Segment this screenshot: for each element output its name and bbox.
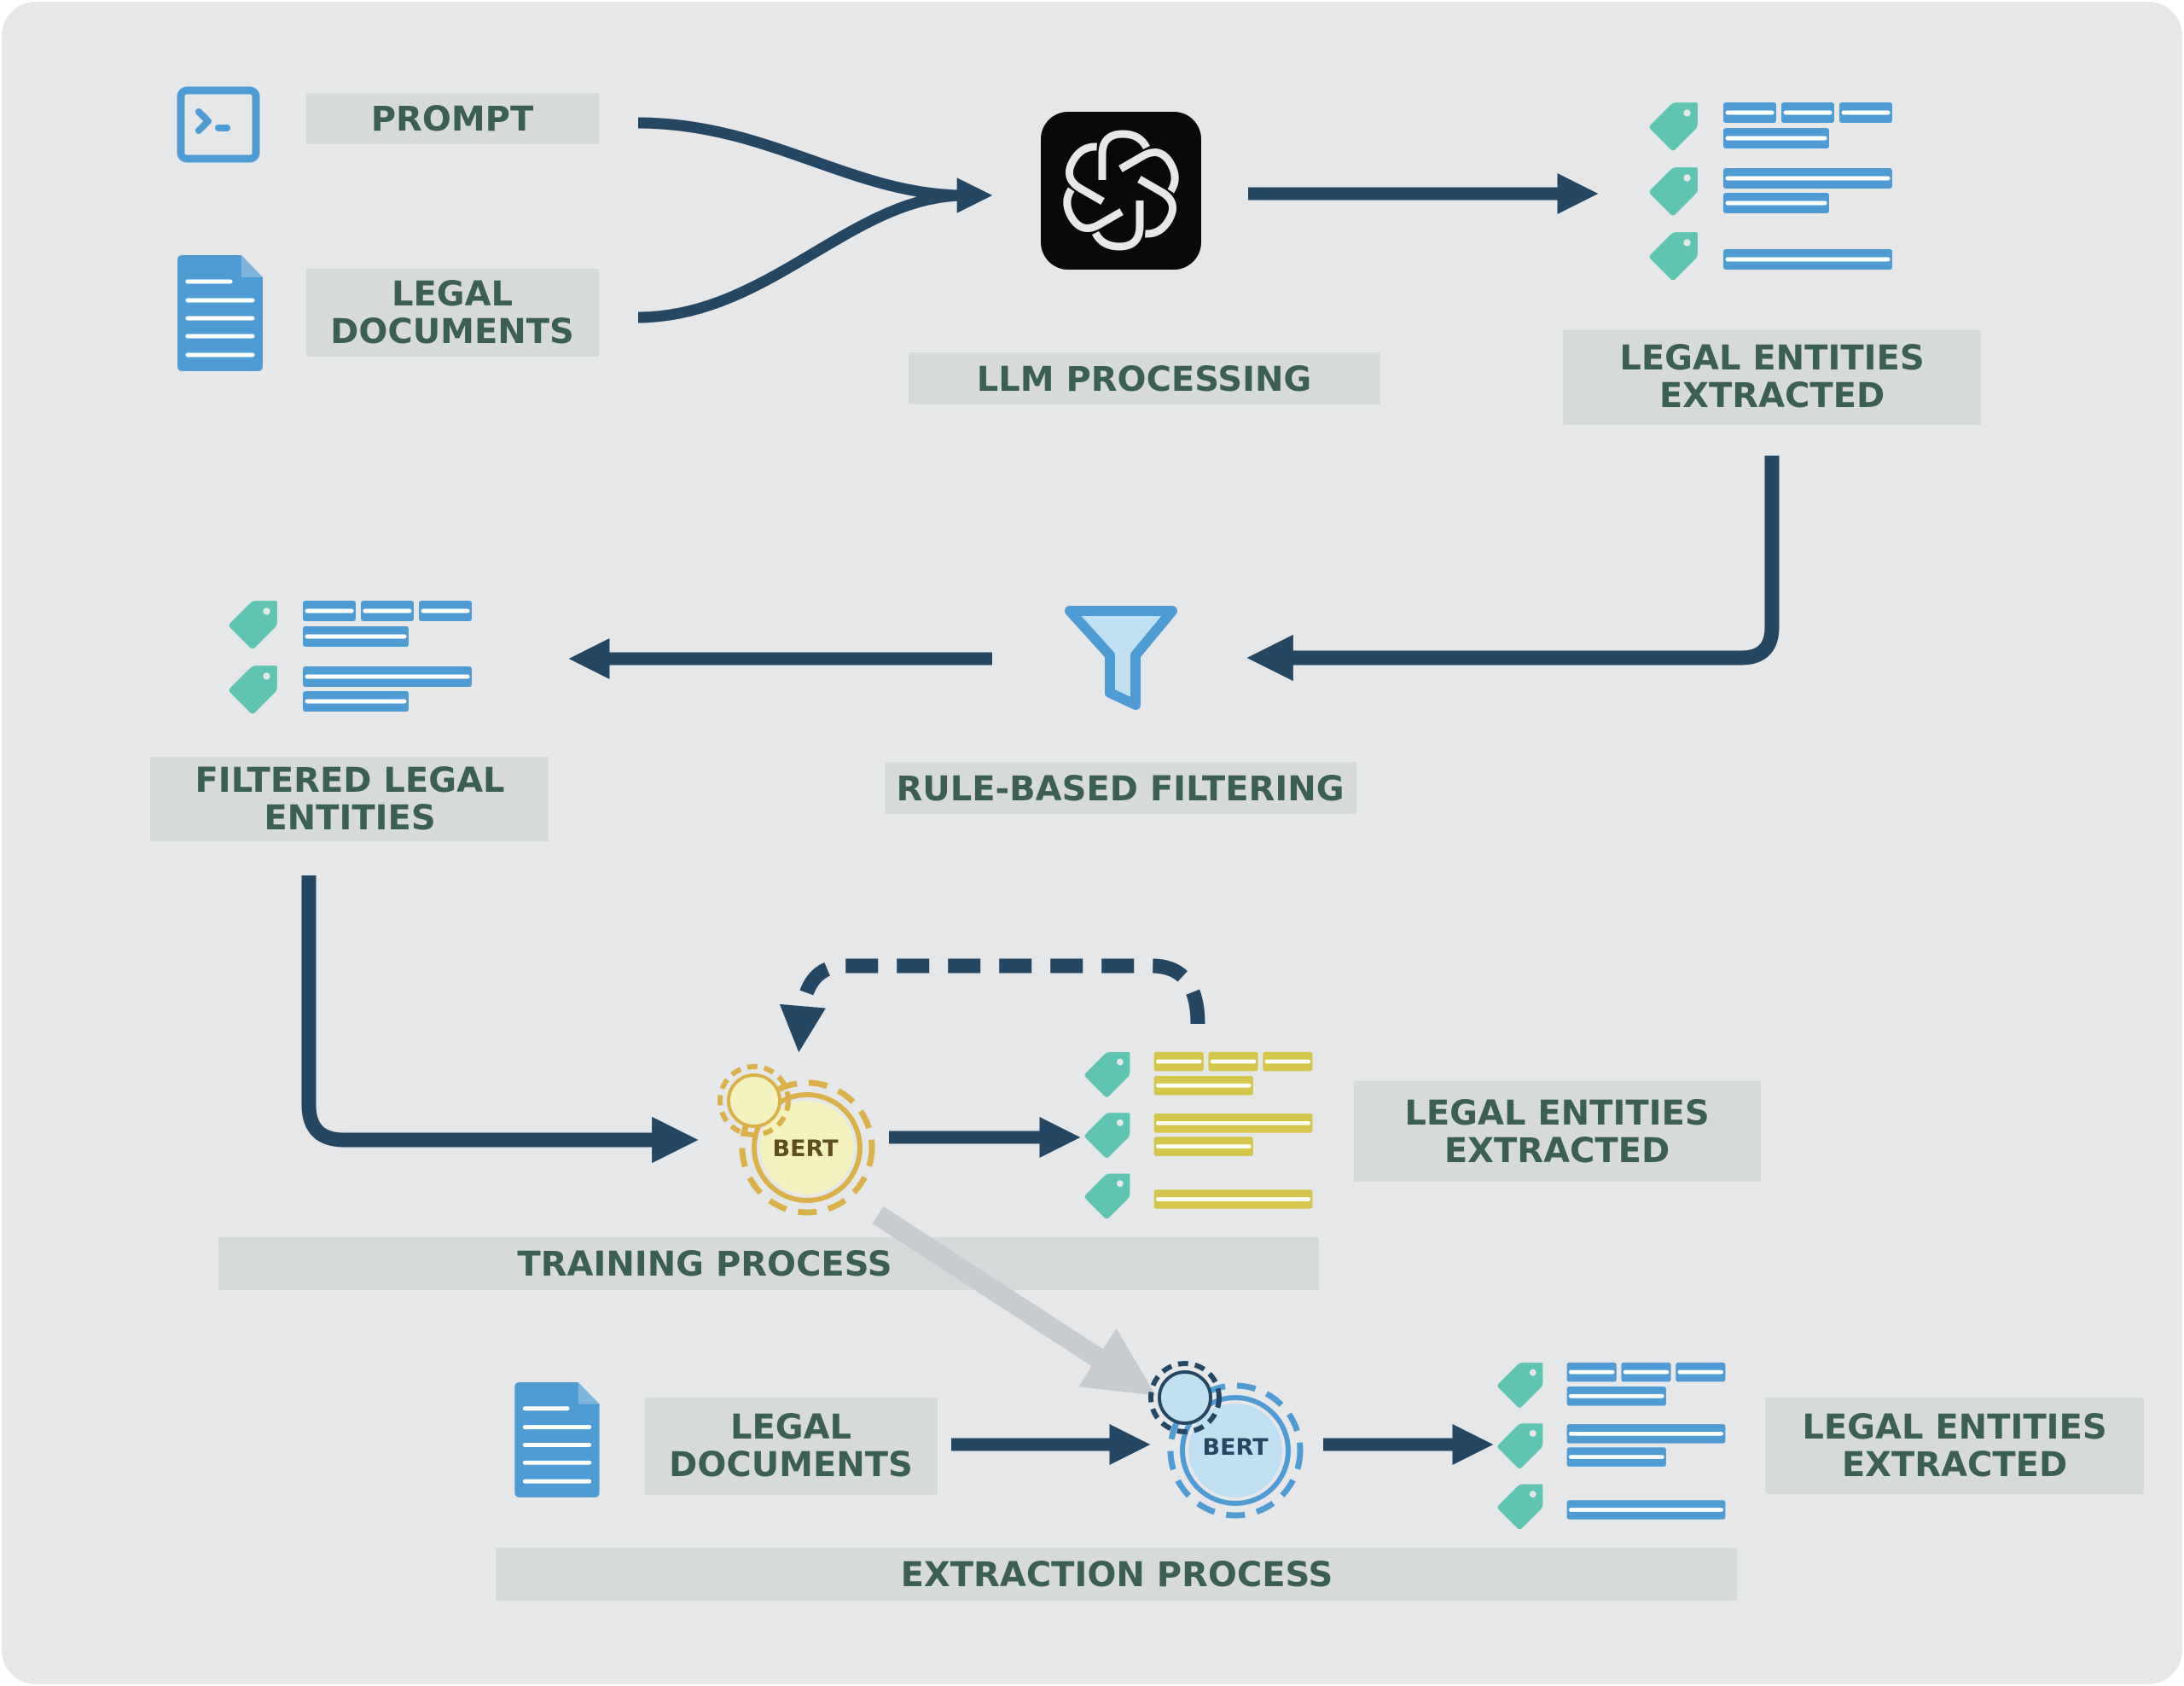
- legal-entities-extracted-label-1: LEGAL ENTITIES EXTRACTED: [1563, 330, 1981, 425]
- filtered-legal-entities-label: FILTERED LEGAL ENTITIES: [150, 757, 549, 841]
- gears-icon-extraction: BERT: [1148, 1361, 1304, 1519]
- svg-text:LEGAL: LEGAL: [730, 1408, 851, 1447]
- svg-text:BERT: BERT: [1202, 1434, 1269, 1461]
- svg-text:EXTRACTED: EXTRACTED: [1444, 1131, 1670, 1171]
- rule-based-filtering-label: RULE-BASED FILTERING: [885, 762, 1356, 814]
- svg-text:PROMPT: PROMPT: [371, 100, 534, 139]
- prompt-label: PROMPT: [306, 93, 599, 144]
- document-icon-extraction: [514, 1382, 599, 1497]
- merge-arrows: [637, 117, 993, 323]
- svg-text:DOCUMENTS: DOCUMENTS: [669, 1445, 913, 1485]
- openai-logo-icon: [1041, 112, 1201, 270]
- elbow-arrow-to-filter: [1246, 456, 1780, 682]
- llm-processing-label: LLM PROCESSING: [909, 352, 1380, 404]
- training-process-label: TRAINING PROCESS: [218, 1237, 1319, 1290]
- legal-documents-label-2: LEGAL DOCUMENTS: [645, 1398, 938, 1495]
- elbow-arrow-to-training: [301, 875, 699, 1164]
- svg-text:BERT: BERT: [772, 1136, 839, 1162]
- gears-icon-training: BERT: [717, 1064, 875, 1216]
- svg-text:RULE-BASED FILTERING: RULE-BASED FILTERING: [896, 770, 1344, 809]
- svg-text:EXTRACTION PROCESS: EXTRACTION PROCESS: [901, 1555, 1333, 1595]
- funnel-icon: [1065, 606, 1177, 710]
- svg-text:EXTRACTED: EXTRACTED: [1842, 1445, 2067, 1485]
- document-icon: [177, 255, 263, 371]
- svg-text:LLM PROCESSING: LLM PROCESSING: [977, 360, 1312, 399]
- extraction-process-label: EXTRACTION PROCESS: [496, 1548, 1737, 1601]
- svg-text:DOCUMENTS: DOCUMENTS: [330, 312, 574, 352]
- legal-entities-extracted-label-3: LEGAL ENTITIES EXTRACTED: [1765, 1398, 2144, 1494]
- svg-text:ENTITIES: ENTITIES: [264, 799, 435, 838]
- legal-entities-extracted-label-2: LEGAL ENTITIES EXTRACTED: [1354, 1081, 1761, 1182]
- svg-text:LEGAL ENTITIES: LEGAL ENTITIES: [1802, 1408, 2106, 1447]
- model-transfer-arrow: [872, 1206, 1156, 1396]
- svg-text:LEGAL ENTITIES: LEGAL ENTITIES: [1404, 1094, 1709, 1133]
- terminal-prompt-icon: [177, 86, 260, 163]
- feedback-loop-dashed-arrow: [779, 958, 1205, 1053]
- svg-text:LEGAL: LEGAL: [392, 275, 513, 314]
- svg-text:LEGAL ENTITIES: LEGAL ENTITIES: [1619, 339, 1924, 378]
- svg-text:TRAINING PROCESS: TRAINING PROCESS: [517, 1245, 892, 1284]
- svg-text:FILTERED LEGAL: FILTERED LEGAL: [195, 761, 504, 800]
- svg-text:EXTRACTED: EXTRACTED: [1659, 376, 1885, 416]
- legal-documents-label: LEGAL DOCUMENTS: [306, 269, 599, 357]
